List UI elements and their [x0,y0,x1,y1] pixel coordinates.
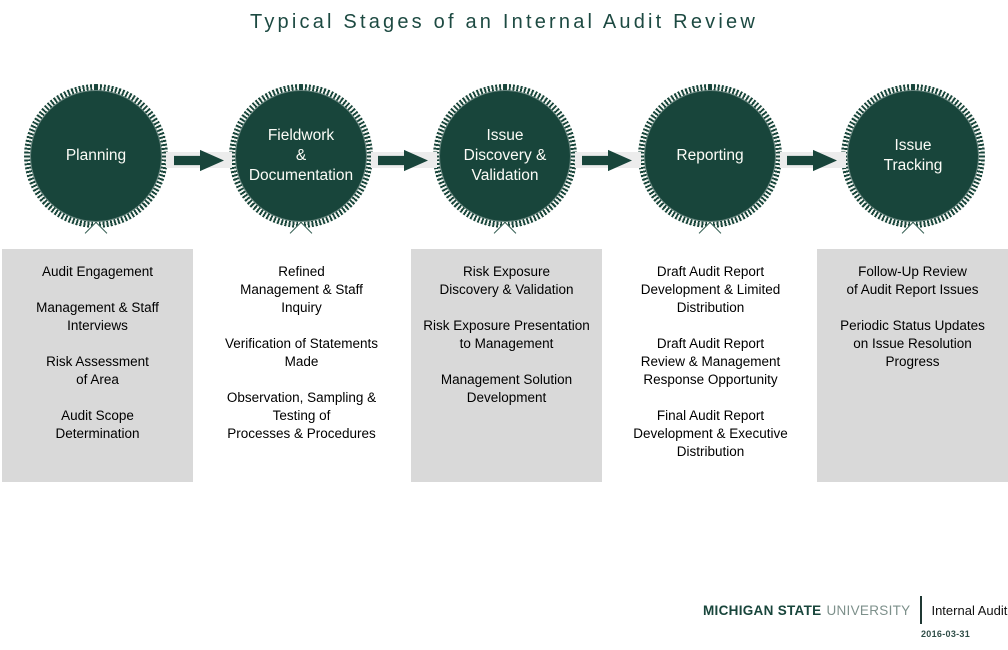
detail-item: Follow-Up Review of Audit Report Issues [846,264,979,297]
footer: MICHIGAN STATE UNIVERSITY Internal Audit [703,595,1007,625]
detail-item: Verification of Statements Made [224,336,379,369]
department-label: Internal Audit [931,602,1008,618]
detail-item: Draft Audit Report Review & Management R… [640,336,781,387]
detail-item: Management Solution Development [440,372,573,405]
date-label: 2016-03-31 [921,629,971,639]
stage-details-fieldwork: Refined Management & Staff Inquiry Verif… [206,249,397,461]
stage-label: Planning [65,146,127,164]
page-title: Typical Stages of an Internal Audit Revi… [250,11,758,33]
detail-item: Risk Exposure Presentation to Management [423,318,590,351]
stage-circle-fill: Reporting [644,90,776,222]
stage-circle-issue-discovery: Issue Discovery & Validation [433,84,577,228]
stage-details-planning: Audit Engagement Management & Staff Inte… [2,249,193,482]
stage-circle-fill: Issue Tracking [847,90,979,222]
stage-circle-reporting: Reporting [638,84,782,228]
stage-circle-fill: Fieldwork & Documentation [235,90,367,222]
stage-label: Issue Discovery & Validation [463,126,547,185]
detail-item: Final Audit Report Development & Executi… [633,408,788,459]
detail-item: Refined Management & Staff Inquiry [240,264,363,315]
stage-label: Reporting [676,146,744,164]
detail-item: Risk Exposure Discovery & Validation [439,264,574,297]
stage-circle-fill: Issue Discovery & Validation [439,90,571,222]
detail-item: Management & Staff Interviews [36,300,159,333]
stage-circle-planning: Planning [24,84,168,228]
detail-item: Periodic Status Updates on Issue Resolut… [840,318,985,369]
stage-label: Issue Tracking [883,136,943,174]
stage-circle-fieldwork: Fieldwork & Documentation [229,84,373,228]
stage-details-reporting: Draft Audit Report Development & Limited… [615,249,806,479]
msu-wordmark-primary: MICHIGAN STATE [703,602,822,618]
stage-details-issue-tracking: Follow-Up Review of Audit Report Issues … [817,249,1008,482]
msu-wordmark-secondary: UNIVERSITY [826,602,911,618]
detail-item: Audit Scope Determination [55,408,140,441]
detail-item: Audit Engagement [41,264,154,279]
stage-circle-issue-tracking: Issue Tracking [841,84,985,228]
wordmark-divider [920,596,923,624]
stage-circle-fill: Planning [30,90,162,222]
detail-item: Observation, Sampling & Testing of Proce… [226,390,377,441]
detail-item: Risk Assessment of Area [46,354,149,387]
stage-label: Fieldwork & Documentation [248,126,354,185]
detail-item: Draft Audit Report Development & Limited… [640,264,781,315]
stage-details-issue-discovery: Risk Exposure Discovery & Validation Ris… [411,249,602,482]
